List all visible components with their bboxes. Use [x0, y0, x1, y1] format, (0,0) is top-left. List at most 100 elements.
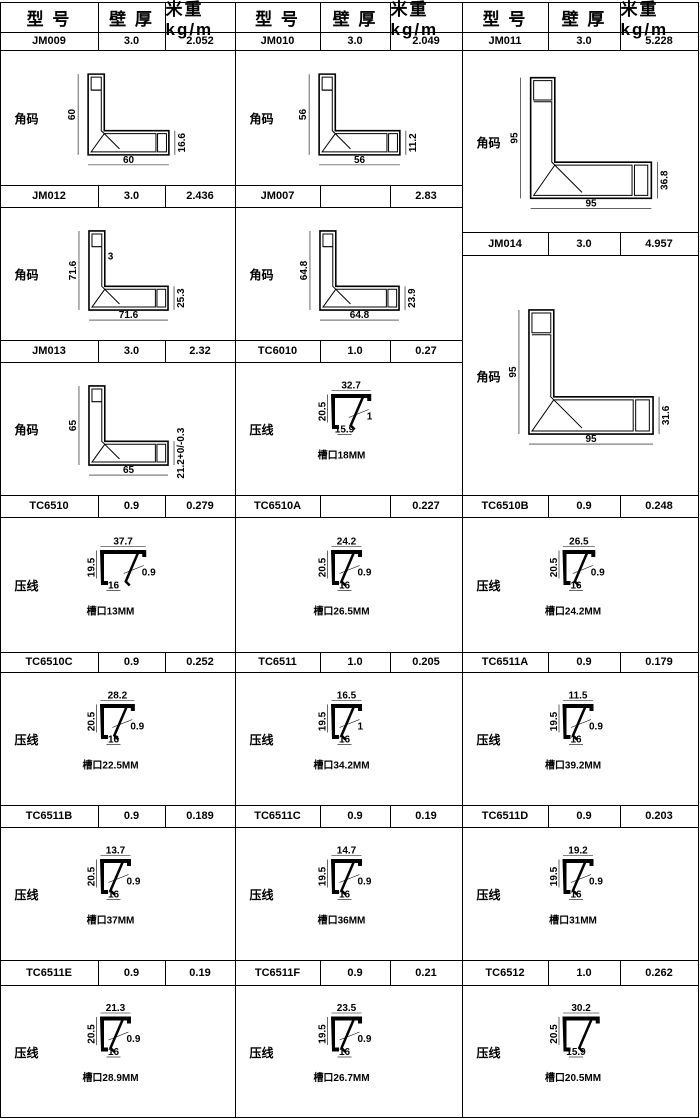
corner-profile-outline — [317, 72, 401, 156]
slot-size-label: 槽口37MM — [86, 913, 134, 926]
height-dimension: 64.8 — [298, 260, 309, 280]
header-wall: 壁 厚 — [547, 1, 621, 33]
bead-profile-body — [330, 703, 362, 739]
corner-bracket-drawing: 64.864.823.9 — [298, 229, 418, 321]
item-weight: 0.227 — [389, 494, 463, 518]
height-dimension: 20.5 — [317, 557, 328, 577]
top-dimension: 21.3 — [105, 1003, 125, 1014]
item-weight: 2.32 — [164, 339, 236, 363]
item-weight: 2.83 — [389, 184, 463, 208]
item-weight: 2.436 — [164, 184, 236, 208]
thickness-dimension: 0.9 — [589, 876, 603, 887]
slot-size-label: 槽口13MM — [86, 604, 134, 617]
flange-dimension: 36.8 — [659, 170, 670, 190]
slot-size-label: 槽口20.5MM — [544, 1071, 600, 1084]
corner-bracket-label: 角码 — [14, 268, 39, 282]
item-thickness: 1.0 — [547, 959, 621, 986]
height-dimension: 20.5 — [549, 1023, 560, 1043]
corner-profile-outline — [87, 384, 169, 466]
top-dimension: 19.2 — [568, 845, 588, 856]
bottom-dimension: 15.9 — [334, 424, 354, 435]
item-weight: 0.248 — [619, 494, 699, 518]
thickness-dimension-line — [338, 718, 360, 728]
item-code: TC6511 — [234, 651, 321, 673]
corner-profile-chamber — [321, 76, 351, 149]
item-code: TC6511C — [234, 804, 321, 828]
item-weight: 0.27 — [389, 339, 463, 363]
corner-profile-outline — [529, 76, 652, 199]
bead-profile-body — [99, 858, 131, 894]
item-weight: 0.262 — [619, 959, 699, 986]
slot-size-label: 槽口36MM — [317, 913, 365, 926]
corner-profile-web — [89, 132, 167, 152]
flange-dimension: 16.6 — [176, 132, 187, 152]
item-weight: 0.252 — [164, 651, 236, 673]
top-dimension: 30.2 — [571, 1003, 591, 1014]
thickness-dimension: 0.9 — [141, 567, 155, 578]
item-weight: 2.052 — [164, 31, 236, 51]
item-code: TC6510A — [234, 494, 321, 518]
slot-size-label: 槽口28.9MM — [82, 1071, 138, 1084]
corner-bracket-label: 角码 — [14, 112, 39, 126]
height-dimension: 20.5 — [549, 557, 560, 577]
top-dimension: 28.2 — [107, 690, 127, 701]
item-code: TC6511A — [461, 651, 549, 673]
header-weight: 米重kg/m — [164, 0, 236, 39]
thickness-dimension: 1 — [366, 411, 372, 422]
bead-profile-body — [99, 549, 146, 585]
width-dimension: 95 — [585, 434, 597, 445]
item-code: TC6511E — [0, 959, 99, 986]
bottom-dimension: 16 — [107, 1047, 119, 1058]
corner-profile-chamber — [90, 387, 120, 459]
slot-size-label: 槽口31MM — [549, 913, 597, 926]
height-dimension: 95 — [507, 366, 518, 378]
corner-profile-outline — [86, 72, 170, 156]
thickness-dimension-line — [111, 718, 132, 728]
thickness-dimension-line — [338, 873, 360, 883]
header-weight: 米重kg/m — [389, 0, 463, 39]
header-model: 型 号 — [0, 1, 99, 33]
bead-profile-lip — [572, 552, 588, 586]
flange-dimension: 23.9 — [407, 288, 418, 308]
corner-bracket-drawing: 71.671.625.33 — [67, 229, 187, 321]
top-dimension: 26.5 — [569, 536, 589, 547]
bead-profile-body — [330, 1016, 362, 1051]
item-code: TC6512 — [461, 959, 549, 986]
corner-profile-outline — [87, 229, 169, 311]
height-dimension: 19.5 — [549, 711, 560, 731]
item-weight: 2.049 — [389, 31, 463, 51]
bead-profile-body — [561, 549, 595, 585]
thickness-dimension-line — [107, 1031, 129, 1040]
item-weight: 0.19 — [164, 959, 236, 986]
item-thickness: 0.9 — [547, 804, 621, 828]
bottom-dimension: 16 — [570, 734, 582, 745]
item-weight: 0.179 — [619, 651, 699, 673]
item-thickness: 3.0 — [97, 339, 166, 363]
corner-profile-chamber — [321, 232, 351, 304]
corner-bracket-label: 角码 — [249, 268, 274, 282]
item-thickness: 0.9 — [319, 959, 391, 986]
bottom-dimension: 16 — [570, 580, 582, 591]
width-dimension: 95 — [585, 198, 597, 209]
wall-dimension: 3 — [107, 251, 113, 262]
bead-profile-body — [561, 858, 593, 894]
